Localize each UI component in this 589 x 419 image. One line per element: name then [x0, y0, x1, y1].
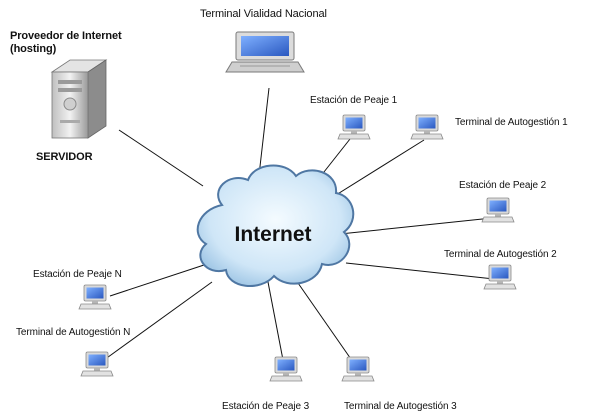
desktop-computer-icon	[481, 197, 515, 223]
desktop-computer-icon	[410, 114, 444, 140]
server-tower-icon	[50, 59, 108, 139]
link-peajeN	[109, 264, 205, 297]
link-peaje3	[267, 281, 284, 361]
label-autoN: Terminal de Autogestión N	[16, 327, 131, 338]
laptop-icon	[225, 31, 305, 73]
desktop-computer-icon	[269, 356, 303, 382]
server-label: SERVIDOR	[36, 151, 93, 163]
label-auto2: Terminal de Autogestión 2	[444, 249, 557, 260]
provider-subtitle: (hosting)	[10, 43, 57, 55]
cloud-icon: Internet	[196, 164, 355, 288]
link-auto3	[297, 282, 354, 363]
link-servidor	[118, 129, 204, 187]
label-peaje2: Estación de Peaje 2	[459, 180, 547, 191]
link-peaje2	[339, 217, 493, 235]
label-auto3: Terminal de Autogestión 3	[344, 401, 457, 412]
link-auto2	[345, 262, 495, 280]
provider-title: Proveedor de Internet	[10, 30, 122, 42]
label-vialidad: Terminal Vialidad Nacional	[200, 8, 327, 20]
link-autoN	[103, 281, 213, 361]
label-peajeN: Estación de Peaje N	[33, 269, 122, 280]
desktop-computer-icon	[483, 264, 517, 290]
desktop-computer-icon	[78, 284, 112, 310]
connection-lines	[103, 87, 495, 363]
label-auto1: Terminal de Autogestión 1	[455, 117, 568, 128]
label-peaje3: Estación de Peaje 3	[222, 401, 310, 412]
desktop-computer-icon	[80, 351, 114, 377]
label-peaje1: Estación de Peaje 1	[310, 95, 398, 106]
desktop-computer-icon	[337, 114, 371, 140]
desktop-computer-icon	[341, 356, 375, 382]
internet-label: Internet	[234, 223, 311, 246]
